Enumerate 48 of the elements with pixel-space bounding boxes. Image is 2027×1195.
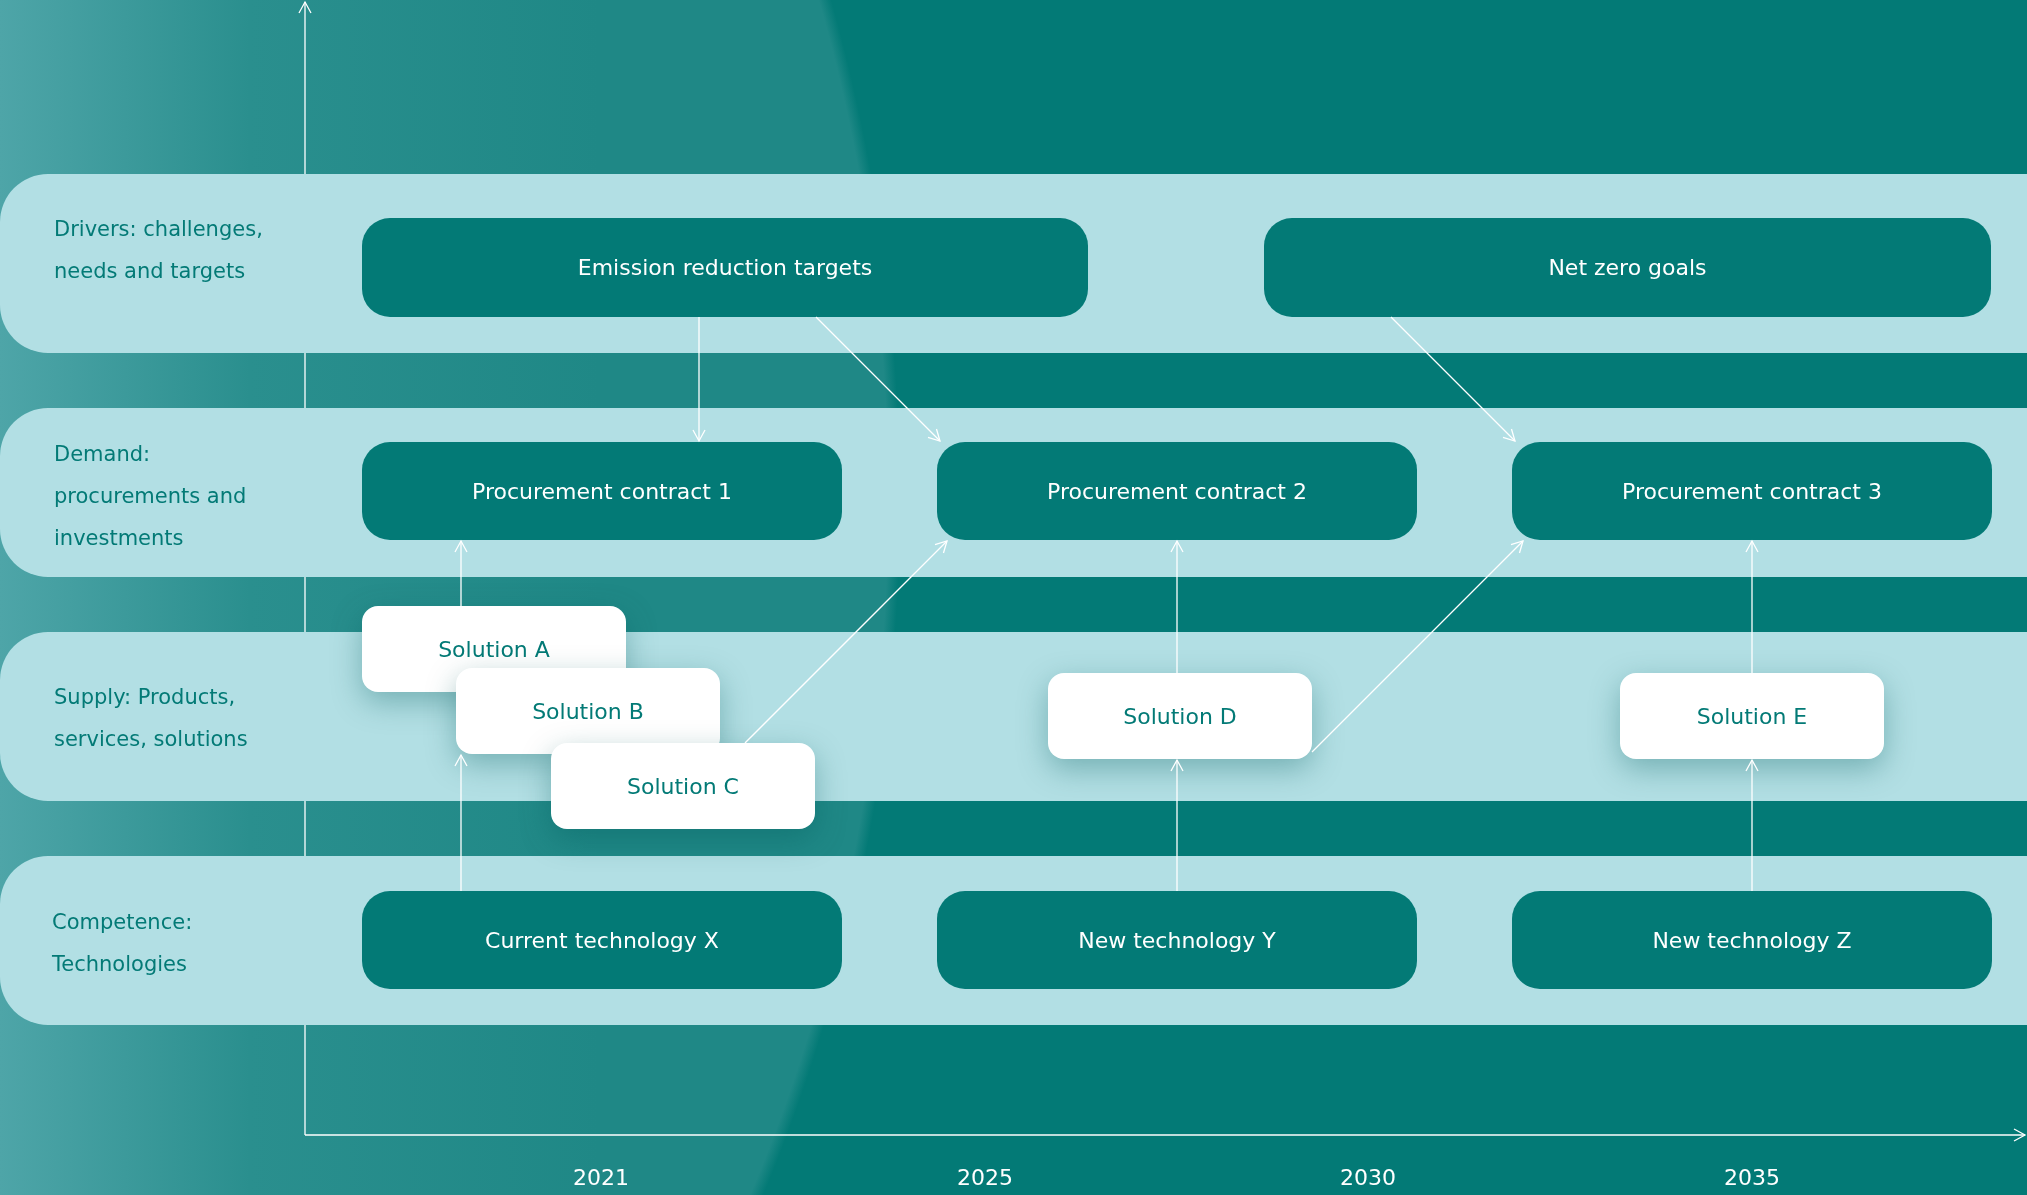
node-label: Net zero goals <box>1548 255 1707 280</box>
node-label: Emission reduction targets <box>577 255 873 280</box>
year-label: 2035 <box>1724 1165 1780 1190</box>
arrow <box>815 316 941 442</box>
process-box <box>362 891 842 989</box>
process-box <box>362 442 842 540</box>
process-box <box>1264 218 1991 317</box>
arrow <box>744 540 948 744</box>
swimlane-band <box>0 632 2027 801</box>
node-label: Solution B <box>532 698 644 724</box>
node-label: Solution A <box>438 636 550 662</box>
solution-card <box>456 668 720 754</box>
process-box <box>362 218 1088 317</box>
node-label: Solution C <box>627 773 739 799</box>
solution-card <box>551 743 815 829</box>
solution-card <box>1620 673 1884 759</box>
process-box <box>1512 891 1992 989</box>
swimlane-band <box>0 174 2027 353</box>
solution-card <box>1048 673 1312 759</box>
swimlane-band <box>0 408 2027 577</box>
process-box <box>937 891 1417 989</box>
process-box <box>937 442 1417 540</box>
node-label: New technology Z <box>1652 927 1852 953</box>
arrow <box>1311 540 1524 753</box>
node-label: Procurement contract 3 <box>1622 478 1882 504</box>
node-label: Procurement contract 2 <box>1047 478 1307 504</box>
arrow <box>1745 540 1759 674</box>
year-label: 2025 <box>957 1165 1013 1190</box>
node-label: Solution E <box>1696 703 1808 729</box>
node-label: New technology Y <box>1078 927 1276 953</box>
arrow <box>692 316 706 442</box>
lane-label: Competence: Technologies <box>52 909 194 978</box>
arrow <box>1745 759 1759 892</box>
arrow <box>1170 759 1184 892</box>
node-label: Procurement contract 1 <box>472 478 732 504</box>
year-label: 2021 <box>573 1165 629 1190</box>
arrow <box>1390 316 1516 442</box>
process-box <box>1512 442 1992 540</box>
arrow <box>1170 540 1184 674</box>
arrow <box>454 754 468 892</box>
lane-label: Demand: procurements and investments <box>54 441 248 552</box>
lane-label: Drivers: challenges, needs and targets <box>54 216 264 285</box>
swimlane-band <box>0 856 2027 1025</box>
node-label: Current technology X <box>485 927 719 953</box>
lane-label: Supply: Products, services, solutions <box>54 684 249 753</box>
year-label: 2030 <box>1340 1165 1396 1190</box>
node-label: Solution D <box>1123 703 1237 729</box>
arrow <box>454 540 468 607</box>
